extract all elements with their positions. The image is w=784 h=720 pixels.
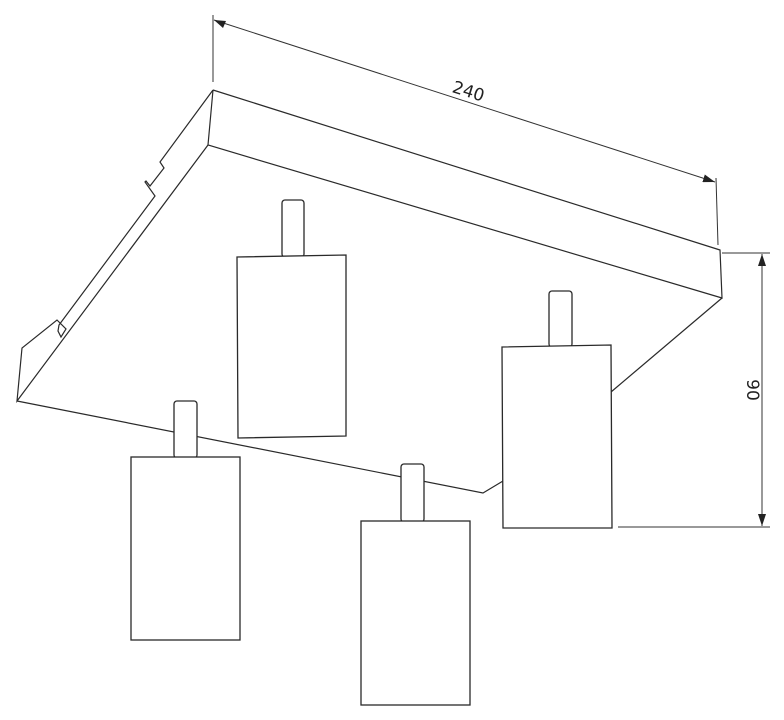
height-dimension-label: 90	[741, 379, 762, 401]
spotlight-front	[360, 463, 471, 706]
spotlight-right	[501, 290, 613, 529]
dimension-width	[212, 15, 719, 246]
dimension-height	[618, 252, 770, 528]
spotlight-back	[236, 199, 347, 439]
ceiling-base-plate	[16, 89, 723, 494]
spotlight-left	[130, 400, 241, 641]
